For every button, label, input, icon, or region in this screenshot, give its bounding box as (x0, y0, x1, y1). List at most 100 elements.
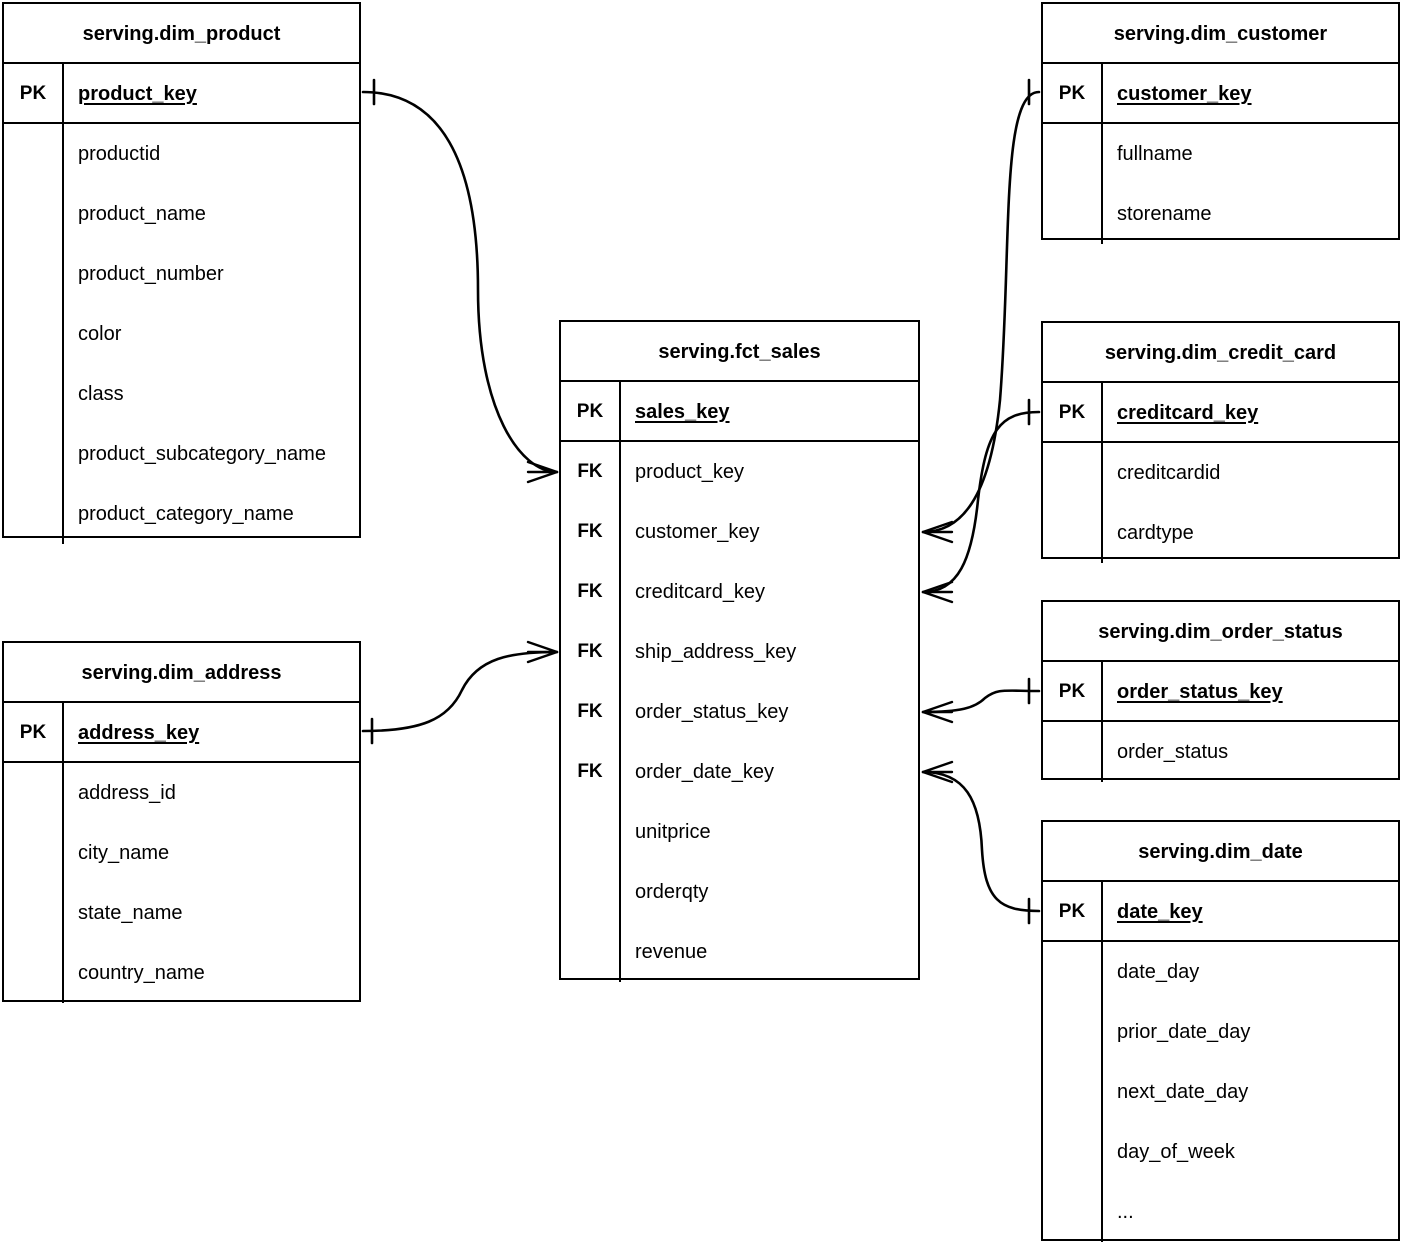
entity-title: serving.dim_address (4, 643, 359, 703)
primary-key-row: PK sales_key (561, 382, 918, 442)
key-name-column: customer_key (1103, 64, 1398, 122)
no-tag (561, 802, 619, 862)
attribute-row: order_date_key (635, 761, 774, 783)
attribute-section: order_status (1043, 722, 1398, 782)
attribute-name-column: address_id city_name state_name country_… (64, 763, 359, 1003)
relationship-sales-to-order-status (921, 677, 1041, 724)
entity-title: serving.fct_sales (561, 322, 918, 382)
pk-tag: PK (576, 401, 604, 422)
attribute-row-ellipsis: ... (1117, 1200, 1134, 1223)
key-tag-column: PK (1043, 64, 1103, 122)
relationship-sales-to-creditcard (921, 398, 1041, 604)
key-tag-column (4, 124, 64, 544)
pk-tag: PK (1058, 681, 1086, 702)
no-tag (561, 922, 619, 982)
entity-dim-order-status[interactable]: serving.dim_order_status PK order_status… (1041, 600, 1400, 782)
attribute-row: unitprice (635, 821, 711, 843)
fk-tag: FK (577, 641, 603, 662)
primary-key-row: PK date_key (1043, 882, 1398, 942)
key-name-column: product_key (64, 64, 359, 122)
key-tag-column (1043, 124, 1103, 244)
attribute-section: date_day prior_date_day next_date_day da… (1043, 942, 1398, 1242)
key-tag-column: PK (1043, 662, 1103, 720)
entity-title: serving.dim_date (1043, 822, 1398, 882)
key-name-column: address_key (64, 703, 359, 761)
relationship-sales-to-date (921, 760, 1041, 925)
entity-dim-date[interactable]: serving.dim_date PK date_key date_day pr… (1041, 820, 1400, 1242)
attribute-row: prior_date_day (1117, 1020, 1251, 1043)
attribute-row: cardtype (1117, 521, 1194, 544)
entity-dim-address[interactable]: serving.dim_address PK address_key addre… (2, 641, 361, 1003)
primary-key-row: PK creditcard_key (1043, 383, 1398, 443)
entity-dim-credit-card[interactable]: serving.dim_credit_card PK creditcard_ke… (1041, 321, 1400, 563)
pk-field-name: product_key (78, 83, 197, 105)
attribute-row: storename (1117, 202, 1212, 225)
key-tag-column (1043, 942, 1103, 1242)
primary-key-row: PK customer_key (1043, 64, 1398, 124)
pk-tag: PK (19, 83, 47, 104)
entity-title: serving.dim_credit_card (1043, 323, 1398, 383)
attribute-section: productid product_name product_number co… (4, 124, 359, 544)
attribute-name-column: fullname storename (1103, 124, 1398, 244)
attribute-row: orderqty (635, 881, 709, 903)
pk-tag: PK (19, 722, 47, 743)
fk-tag: FK (577, 581, 603, 602)
entity-dim-customer[interactable]: serving.dim_customer PK customer_key ful… (1041, 2, 1400, 244)
key-tag-column: PK (1043, 882, 1103, 940)
attribute-row: product_subcategory_name (78, 443, 326, 465)
attribute-section: FK FK FK FK FK FK product_key customer_k… (561, 442, 918, 982)
key-name-column: sales_key (621, 382, 918, 440)
pk-tag: PK (1058, 83, 1086, 104)
no-tag (561, 862, 619, 922)
fk-tag: FK (577, 701, 603, 722)
entity-title: serving.dim_product (4, 4, 359, 64)
attribute-row: product_name (78, 202, 206, 225)
pk-field-name: address_key (78, 722, 200, 744)
attribute-row: color (78, 322, 122, 345)
attribute-row: country_name (78, 961, 205, 984)
attribute-section: creditcardid cardtype (1043, 443, 1398, 563)
attribute-row: day_of_week (1117, 1140, 1235, 1163)
key-name-column: date_key (1103, 882, 1398, 940)
relationship-product-to-sales (361, 78, 559, 484)
attribute-name-column: productid product_name product_number co… (64, 124, 359, 544)
pk-tag: PK (1058, 402, 1086, 423)
key-tag-column: FK FK FK FK FK FK (561, 442, 621, 982)
primary-key-row: PK order_status_key (1043, 662, 1398, 722)
attribute-section: address_id city_name state_name country_… (4, 763, 359, 1003)
attribute-name-column: product_key customer_key creditcard_key … (621, 442, 918, 982)
primary-key-row: PK address_key (4, 703, 359, 763)
attribute-section: fullname storename (1043, 124, 1398, 244)
key-tag-column: PK (4, 64, 64, 122)
fk-tag: FK (577, 461, 603, 482)
attribute-row: order_status_key (635, 701, 789, 723)
key-tag-column: PK (1043, 383, 1103, 441)
relationship-address-to-sales (361, 640, 559, 745)
pk-field-name: customer_key (1117, 83, 1252, 105)
attribute-row: product_category_name (78, 502, 294, 525)
attribute-row: creditcardid (1117, 461, 1221, 484)
attribute-row: creditcard_key (635, 581, 766, 603)
key-tag-column (1043, 443, 1103, 563)
pk-tag: PK (1058, 901, 1086, 922)
fk-tag: FK (577, 761, 603, 782)
attribute-row: ship_address_key (635, 641, 797, 663)
attribute-row: order_status (1117, 740, 1229, 763)
pk-field-name: order_status_key (1117, 681, 1283, 703)
attribute-row: productid (78, 142, 161, 165)
attribute-row: class (78, 382, 124, 405)
pk-field-name: date_key (1117, 901, 1203, 923)
attribute-row: next_date_day (1117, 1080, 1249, 1103)
key-tag-column (1043, 722, 1103, 782)
entity-title: serving.dim_customer (1043, 4, 1398, 64)
attribute-row: state_name (78, 901, 183, 924)
relationship-sales-to-customer (921, 78, 1041, 544)
entity-dim-product[interactable]: serving.dim_product PK product_key produ… (2, 2, 361, 544)
attribute-row: customer_key (635, 521, 760, 543)
attribute-row: date_day (1117, 960, 1200, 983)
pk-field-name: sales_key (635, 401, 730, 423)
key-tag-column: PK (561, 382, 621, 440)
entity-fct-sales[interactable]: serving.fct_sales PK sales_key FK FK FK … (559, 320, 920, 982)
entity-title: serving.dim_order_status (1043, 602, 1398, 662)
